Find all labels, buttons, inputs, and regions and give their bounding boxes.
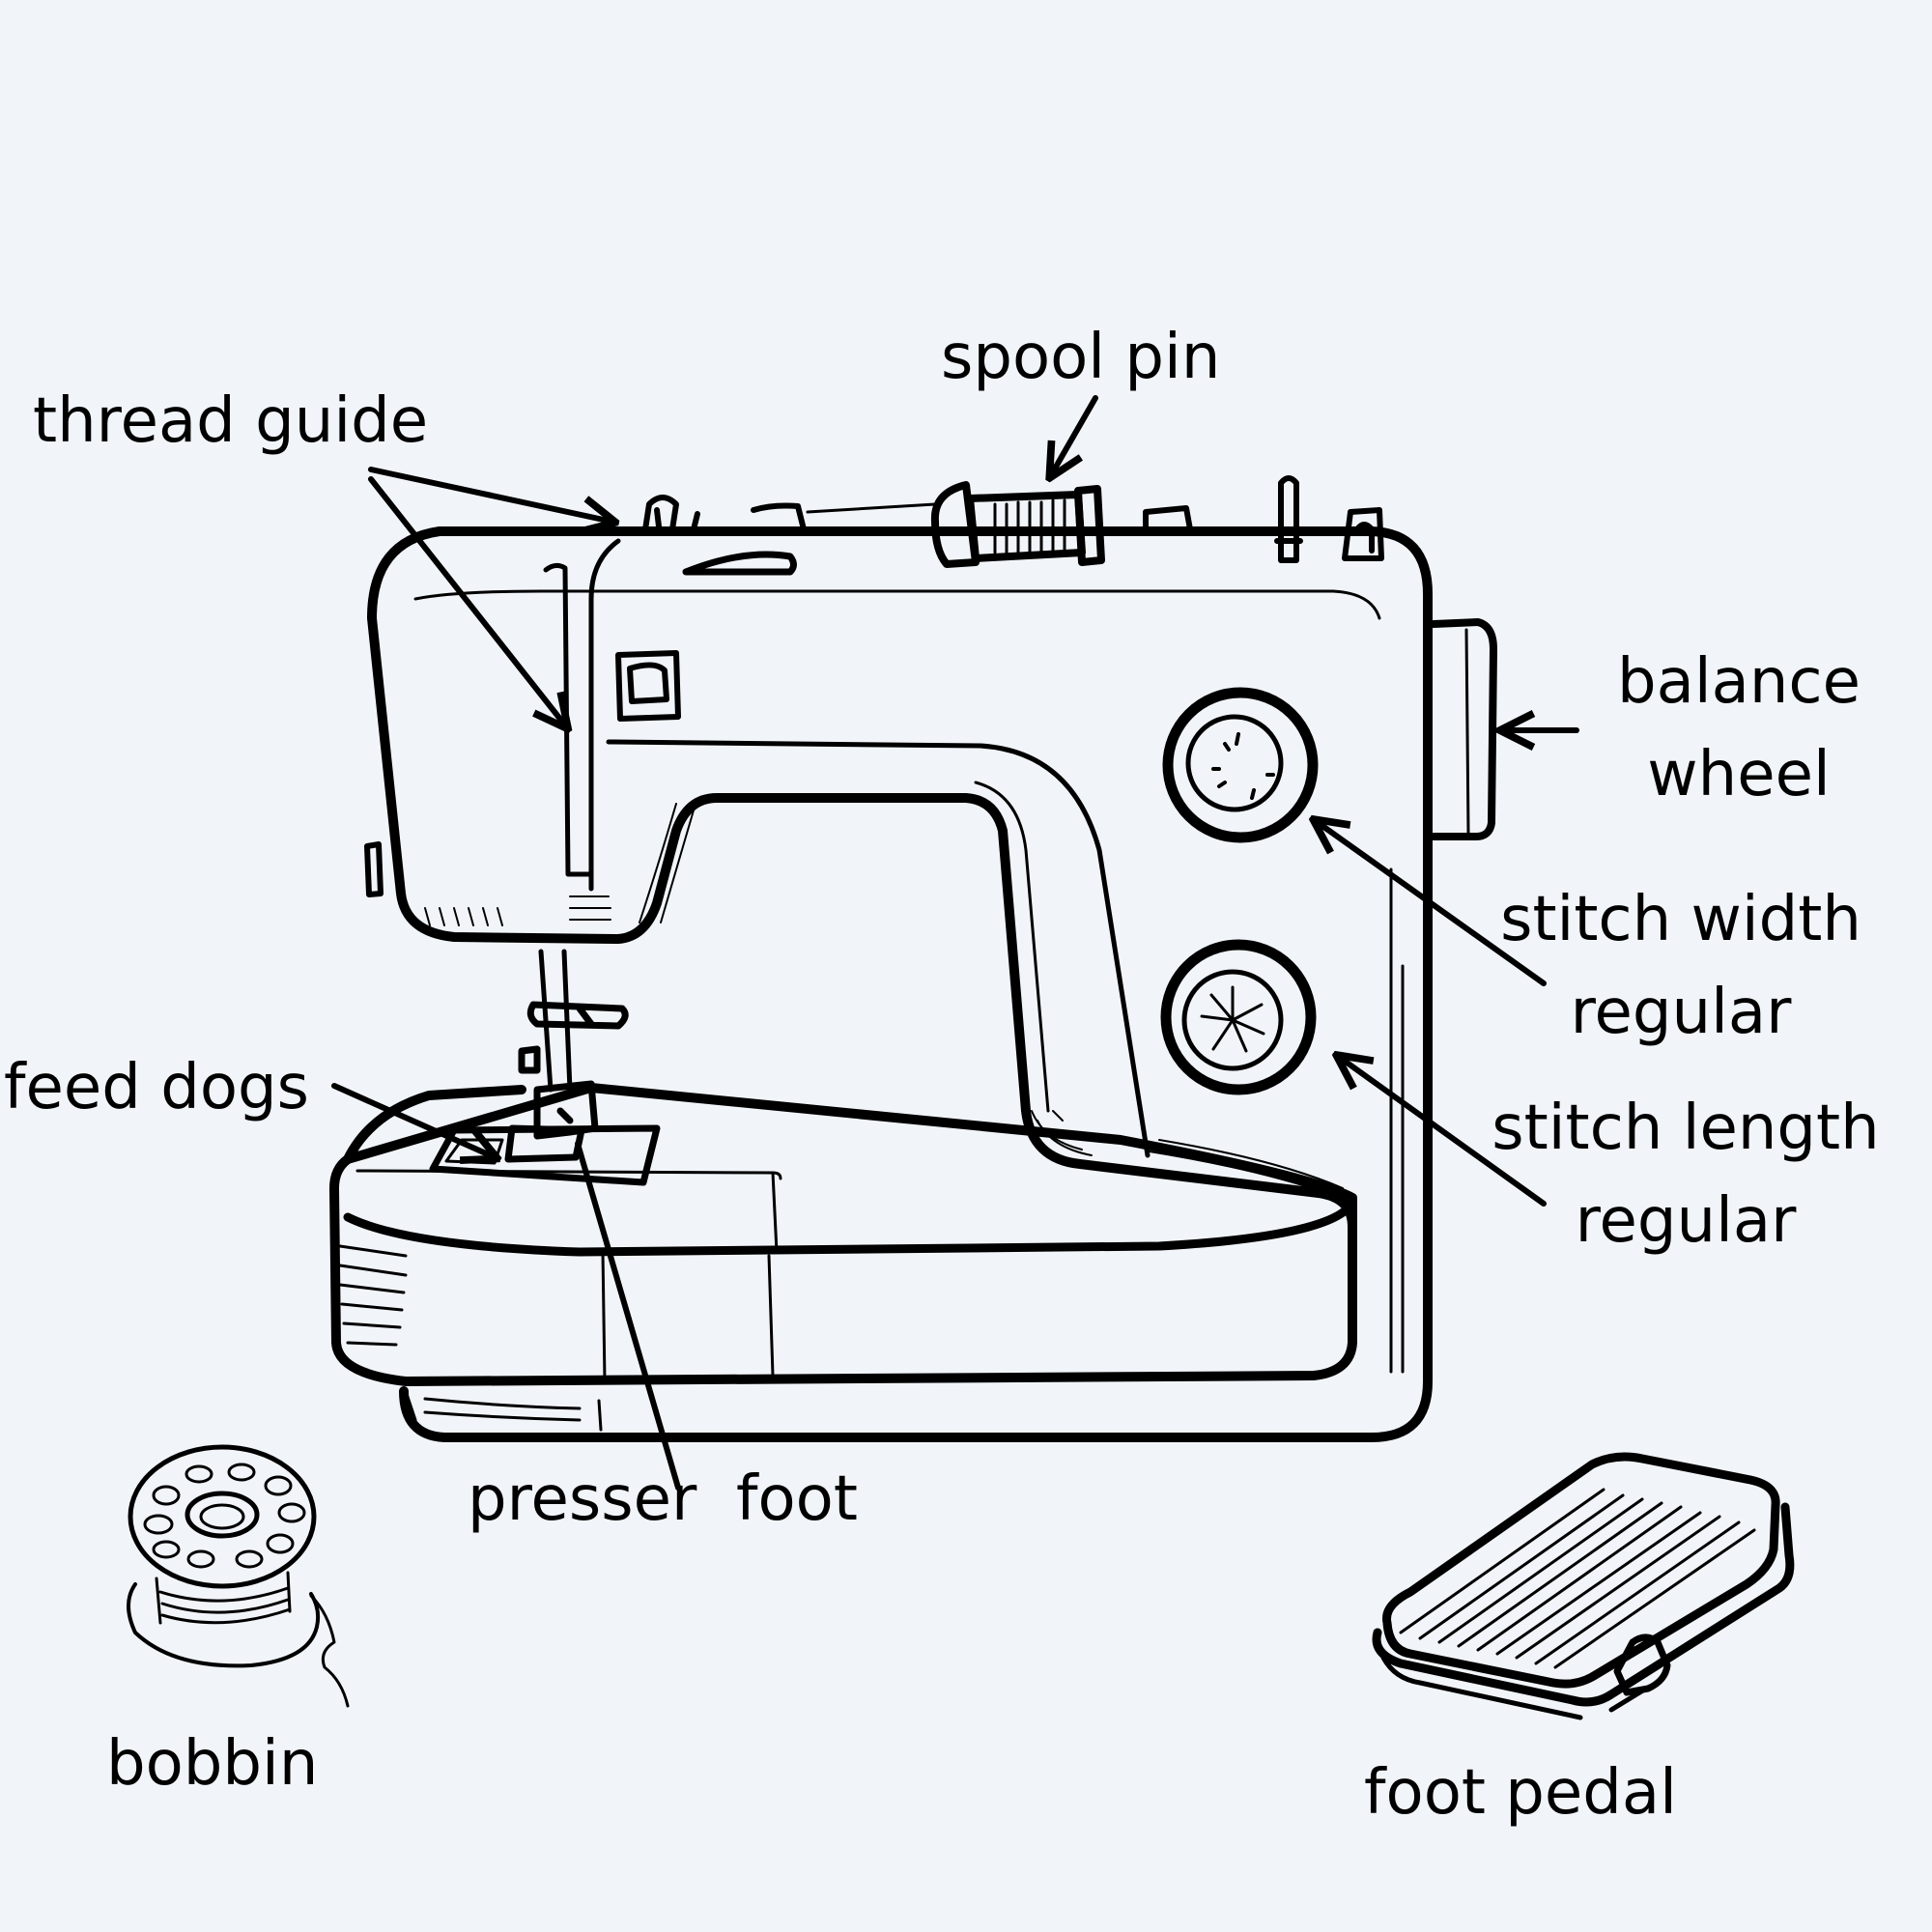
bobbin-thread-wrap: [155, 1571, 292, 1625]
foot-pedal-base: [1372, 1502, 1795, 1707]
balance-wheel: [1430, 618, 1497, 840]
label-balance-wheel: balance wheel: [1584, 636, 1893, 821]
label-stitch-width-line2: regular: [1570, 977, 1792, 1048]
bobbin-holes: [143, 1463, 306, 1569]
bobbin-center-hole: [185, 1491, 260, 1539]
needle-head-side-tab: [364, 841, 384, 897]
needle-bar: [538, 949, 573, 1093]
top-small-guide: [691, 502, 807, 532]
top-spool-pin-right: [1274, 475, 1303, 563]
label-stitch-length-line1: stitch length: [1492, 1093, 1880, 1164]
thread-guide-arrow-top: [368, 467, 612, 522]
needle-bar-cover: [543, 562, 592, 877]
machine-body-outline: [399, 526, 1433, 1442]
label-stitch-width-line1: stitch width: [1500, 884, 1861, 955]
arm-upper-line: [606, 739, 1151, 1158]
machine-bed-right-lines: [1149, 1139, 1344, 1193]
feed-dogs-arrow: [331, 1083, 495, 1157]
sewing-machine-illustration: [329, 475, 1497, 1442]
spool-pin-rod: [806, 502, 937, 514]
foot-pedal-illustration: [1372, 1452, 1795, 1720]
stitch-length-arrow: [1339, 1057, 1547, 1207]
machine-bed-divider: [601, 1171, 779, 1383]
balance-wheel-inner-line: [1464, 628, 1470, 835]
machine-bed-top: [329, 1083, 1357, 1386]
needle-head-hatching: [424, 895, 611, 926]
machine-base-underside: [404, 1389, 603, 1432]
top-bobbin-winder-tab: [1143, 505, 1193, 532]
spool-pin-arrow: [1051, 395, 1098, 475]
stitch-length-dial: [1160, 939, 1317, 1095]
stitch-length-dial-inner: [1181, 969, 1284, 1071]
machine-bed-top-line: [355, 1169, 782, 1180]
foot-pedal-heel-block: [1613, 1634, 1671, 1696]
needle-head-divider: [588, 538, 621, 892]
stitch-width-dial: [1162, 687, 1319, 843]
arm-inner-line: [974, 781, 1050, 1113]
thread-guide-arrow-lower: [368, 476, 566, 726]
stitch-width-dial-inner: [1185, 714, 1284, 812]
spool-thread-lines: [993, 498, 1066, 554]
label-stitch-length-line2: regular: [1575, 1185, 1797, 1257]
bobbin-loose-thread: [309, 1594, 350, 1708]
bobbin-center-hole-inner: [199, 1503, 245, 1530]
label-stitch-width: stitch width regular: [1468, 873, 1893, 1059]
spool-right-cap: [1074, 485, 1105, 566]
machine-right-inner-line: [1389, 867, 1405, 1374]
machine-bed-front-curve: [343, 1198, 1357, 1257]
arm-neck-left-lines: [639, 803, 696, 923]
machine-top-inner-line: [413, 589, 1381, 620]
stitch-width-arrow: [1316, 821, 1547, 986]
stitch-length-dial-ticks: [1200, 985, 1265, 1053]
label-presser-foot: presser foot: [468, 1463, 858, 1535]
label-foot-pedal: foot pedal: [1364, 1757, 1677, 1829]
needle-plate: [429, 1124, 661, 1186]
machine-bed-hatching: [338, 1244, 408, 1347]
foot-pedal-ridges: [1399, 1488, 1756, 1669]
presser-foot-line: [575, 1141, 681, 1491]
top-thread-tension-clip: [1342, 507, 1384, 561]
bobbin-top-disc: [128, 1444, 317, 1589]
label-thread-guide: thread guide: [33, 385, 429, 457]
thread-tension-knob: [615, 650, 681, 722]
label-feed-dogs: feed dogs: [4, 1052, 309, 1123]
label-balance-wheel-line1: balance: [1617, 646, 1861, 718]
needle-head-outline: [367, 526, 1357, 1232]
bobbin-bottom-disc: [127, 1582, 321, 1668]
bobbin-illustration: [127, 1444, 350, 1708]
top-thread-guide-hook: [642, 495, 679, 532]
needle-clamp-screw: [526, 1001, 629, 1030]
label-bobbin: bobbin: [106, 1728, 319, 1800]
label-balance-wheel-line2: wheel: [1647, 739, 1831, 810]
callout-arrows: [331, 395, 1579, 1491]
top-handle-slot: [682, 551, 797, 576]
label-stitch-length: stitch length regular: [1459, 1082, 1913, 1267]
foot-pedal-top: [1382, 1452, 1780, 1689]
label-spool-pin: spool pin: [941, 322, 1221, 393]
stitch-width-dial-ticks: [1211, 732, 1275, 800]
